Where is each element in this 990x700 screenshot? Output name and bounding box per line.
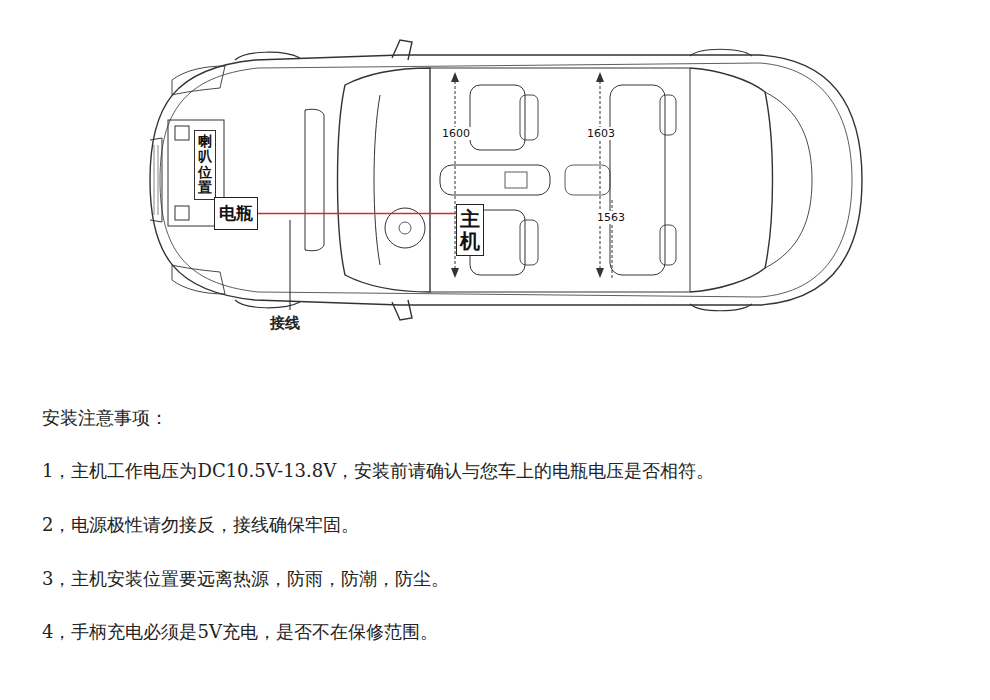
windshield: [338, 68, 431, 292]
grille-lines: [154, 145, 158, 215]
trunk: [765, 92, 812, 268]
leader-line: [290, 220, 291, 310]
seat: [470, 85, 525, 150]
battery-box: 电瓶: [214, 197, 258, 230]
speaker-symbol: [175, 206, 189, 220]
dimension-value: 1563: [596, 211, 626, 224]
car-body: [150, 55, 862, 305]
hood-vent: [305, 109, 324, 251]
note-item: 4，手柄充电必须是5V充电，是否不在保修范围。: [42, 620, 438, 644]
power-wire: [258, 213, 456, 214]
note-item: 1，主机工作电压为DC10.5V-13.8V，安装前请确认与您车上的电瓶电压是否…: [42, 459, 714, 483]
headlight: [172, 265, 225, 294]
mirror: [392, 40, 412, 60]
roof-frame: [430, 68, 690, 292]
headlight: [172, 66, 225, 95]
headrest: [520, 95, 538, 140]
shifter: [505, 172, 527, 188]
wheel-arch: [690, 49, 752, 311]
node-text: 喇叭位置: [198, 134, 212, 196]
rear-seat: [610, 85, 665, 275]
headrest: [660, 225, 676, 265]
center-console: [440, 165, 550, 195]
headrest: [520, 220, 538, 265]
body-inner-line: [160, 63, 852, 297]
speaker-location-box: 喇叭位置: [194, 130, 216, 200]
mirror: [392, 300, 412, 320]
grille: [150, 138, 162, 222]
speaker-symbol: [175, 126, 189, 140]
dimension-value: 1603: [586, 127, 616, 140]
node-text: 电瓶: [219, 202, 253, 225]
dimension-line: [600, 76, 601, 274]
notes-heading: 安装注意事项：: [42, 406, 168, 430]
rear-console: [565, 165, 610, 195]
node-text: 主机: [460, 208, 480, 252]
headrest: [660, 95, 676, 135]
dimension-value: 1600: [441, 127, 471, 140]
host-unit-box: 主机: [456, 204, 484, 256]
note-item: 2，电源极性请勿接反，接线确保牢固。: [42, 513, 359, 537]
dimension-arrow: [596, 72, 604, 278]
dashboard: [374, 95, 380, 265]
steering-hub: [399, 222, 411, 234]
wiring-label: 接线: [270, 314, 300, 333]
rear-window: [690, 68, 773, 292]
note-item: 3，主机安装位置要远离热源，防雨，防潮，防尘。: [42, 567, 449, 591]
